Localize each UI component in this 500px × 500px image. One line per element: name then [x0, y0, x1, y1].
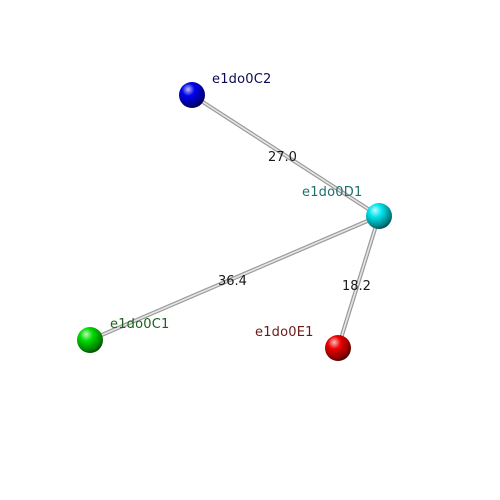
nodes-layer [77, 82, 392, 361]
edge-e1do0E1-e1do0D1 [336, 214, 381, 350]
node-e1do0D1[interactable] [366, 203, 392, 229]
node-e1do0C2[interactable] [179, 82, 205, 108]
edge-label: 18.2 [342, 279, 371, 294]
node-label-e1do0C2: e1do0C2 [212, 72, 272, 87]
node-label-e1do0C1: e1do0C1 [110, 317, 170, 332]
edge-line-inner [89, 215, 380, 341]
edge-e1do0C2-e1do0D1 [190, 93, 381, 218]
edge-label: 27.0 [268, 150, 297, 165]
edge-line-inner [191, 94, 380, 217]
node-labels-layer: e1do0C2 e1do0D1 e1do0C1 e1do0E1 [110, 72, 362, 340]
node-e1do0E1[interactable] [325, 335, 351, 361]
edge-e1do0C1-e1do0D1 [88, 214, 381, 342]
edges-layer [88, 93, 381, 350]
node-e1do0C1[interactable] [77, 327, 103, 353]
edge-labels-layer: 27.0 36.4 18.2 [218, 150, 371, 294]
node-label-e1do0E1: e1do0E1 [255, 325, 314, 340]
edge-line-inner [337, 215, 380, 349]
edge-label: 36.4 [218, 274, 247, 289]
node-label-e1do0D1: e1do0D1 [302, 185, 362, 200]
